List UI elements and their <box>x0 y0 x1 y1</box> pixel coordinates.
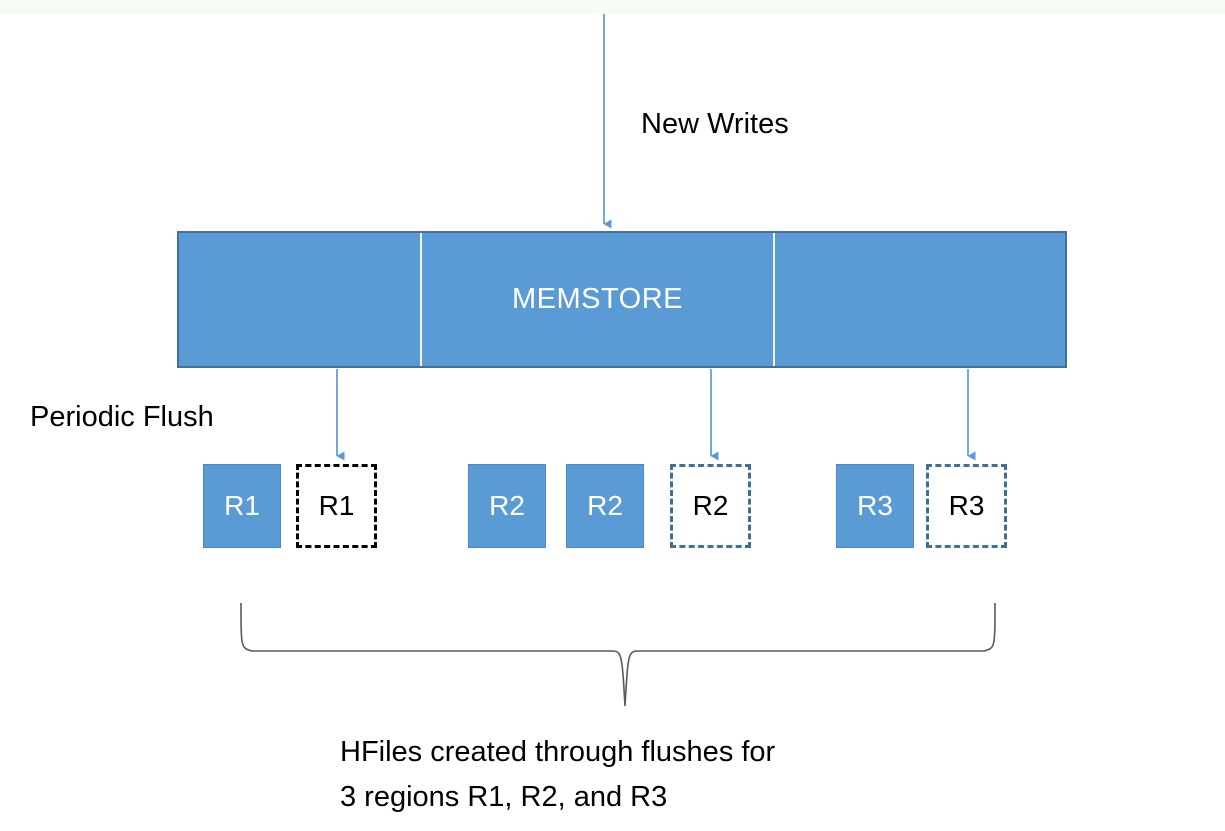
caption-block: HFiles created through flushes for 3 reg… <box>340 730 775 820</box>
hfile-box-r3-solid: R3 <box>836 464 914 548</box>
periodic-flush-label: Periodic Flush <box>30 401 214 433</box>
new-writes-label: New Writes <box>641 108 789 140</box>
grouping-brace <box>240 602 996 707</box>
memstore-divider-1 <box>420 233 422 366</box>
caption-line-1: HFiles created through flushes for <box>340 736 776 768</box>
caption-line-2: 3 regions R1, R2, and R3 <box>340 781 668 813</box>
memstore-label: MEMSTORE <box>511 283 684 315</box>
hfile-box-r1-solid: R1 <box>203 464 281 548</box>
hfile-box-r1-flushed: R1 <box>296 464 377 548</box>
hfile-box-r2-flushed: R2 <box>670 464 751 548</box>
memstore-divider-2 <box>773 233 775 366</box>
memstore-bar: MEMSTORE <box>177 231 1067 368</box>
hfile-box-r2-solid-a: R2 <box>468 464 546 548</box>
hfile-box-r3-flushed: R3 <box>926 464 1007 548</box>
top-tint-strip <box>0 0 1225 14</box>
hfile-box-r2-solid-b: R2 <box>566 464 644 548</box>
